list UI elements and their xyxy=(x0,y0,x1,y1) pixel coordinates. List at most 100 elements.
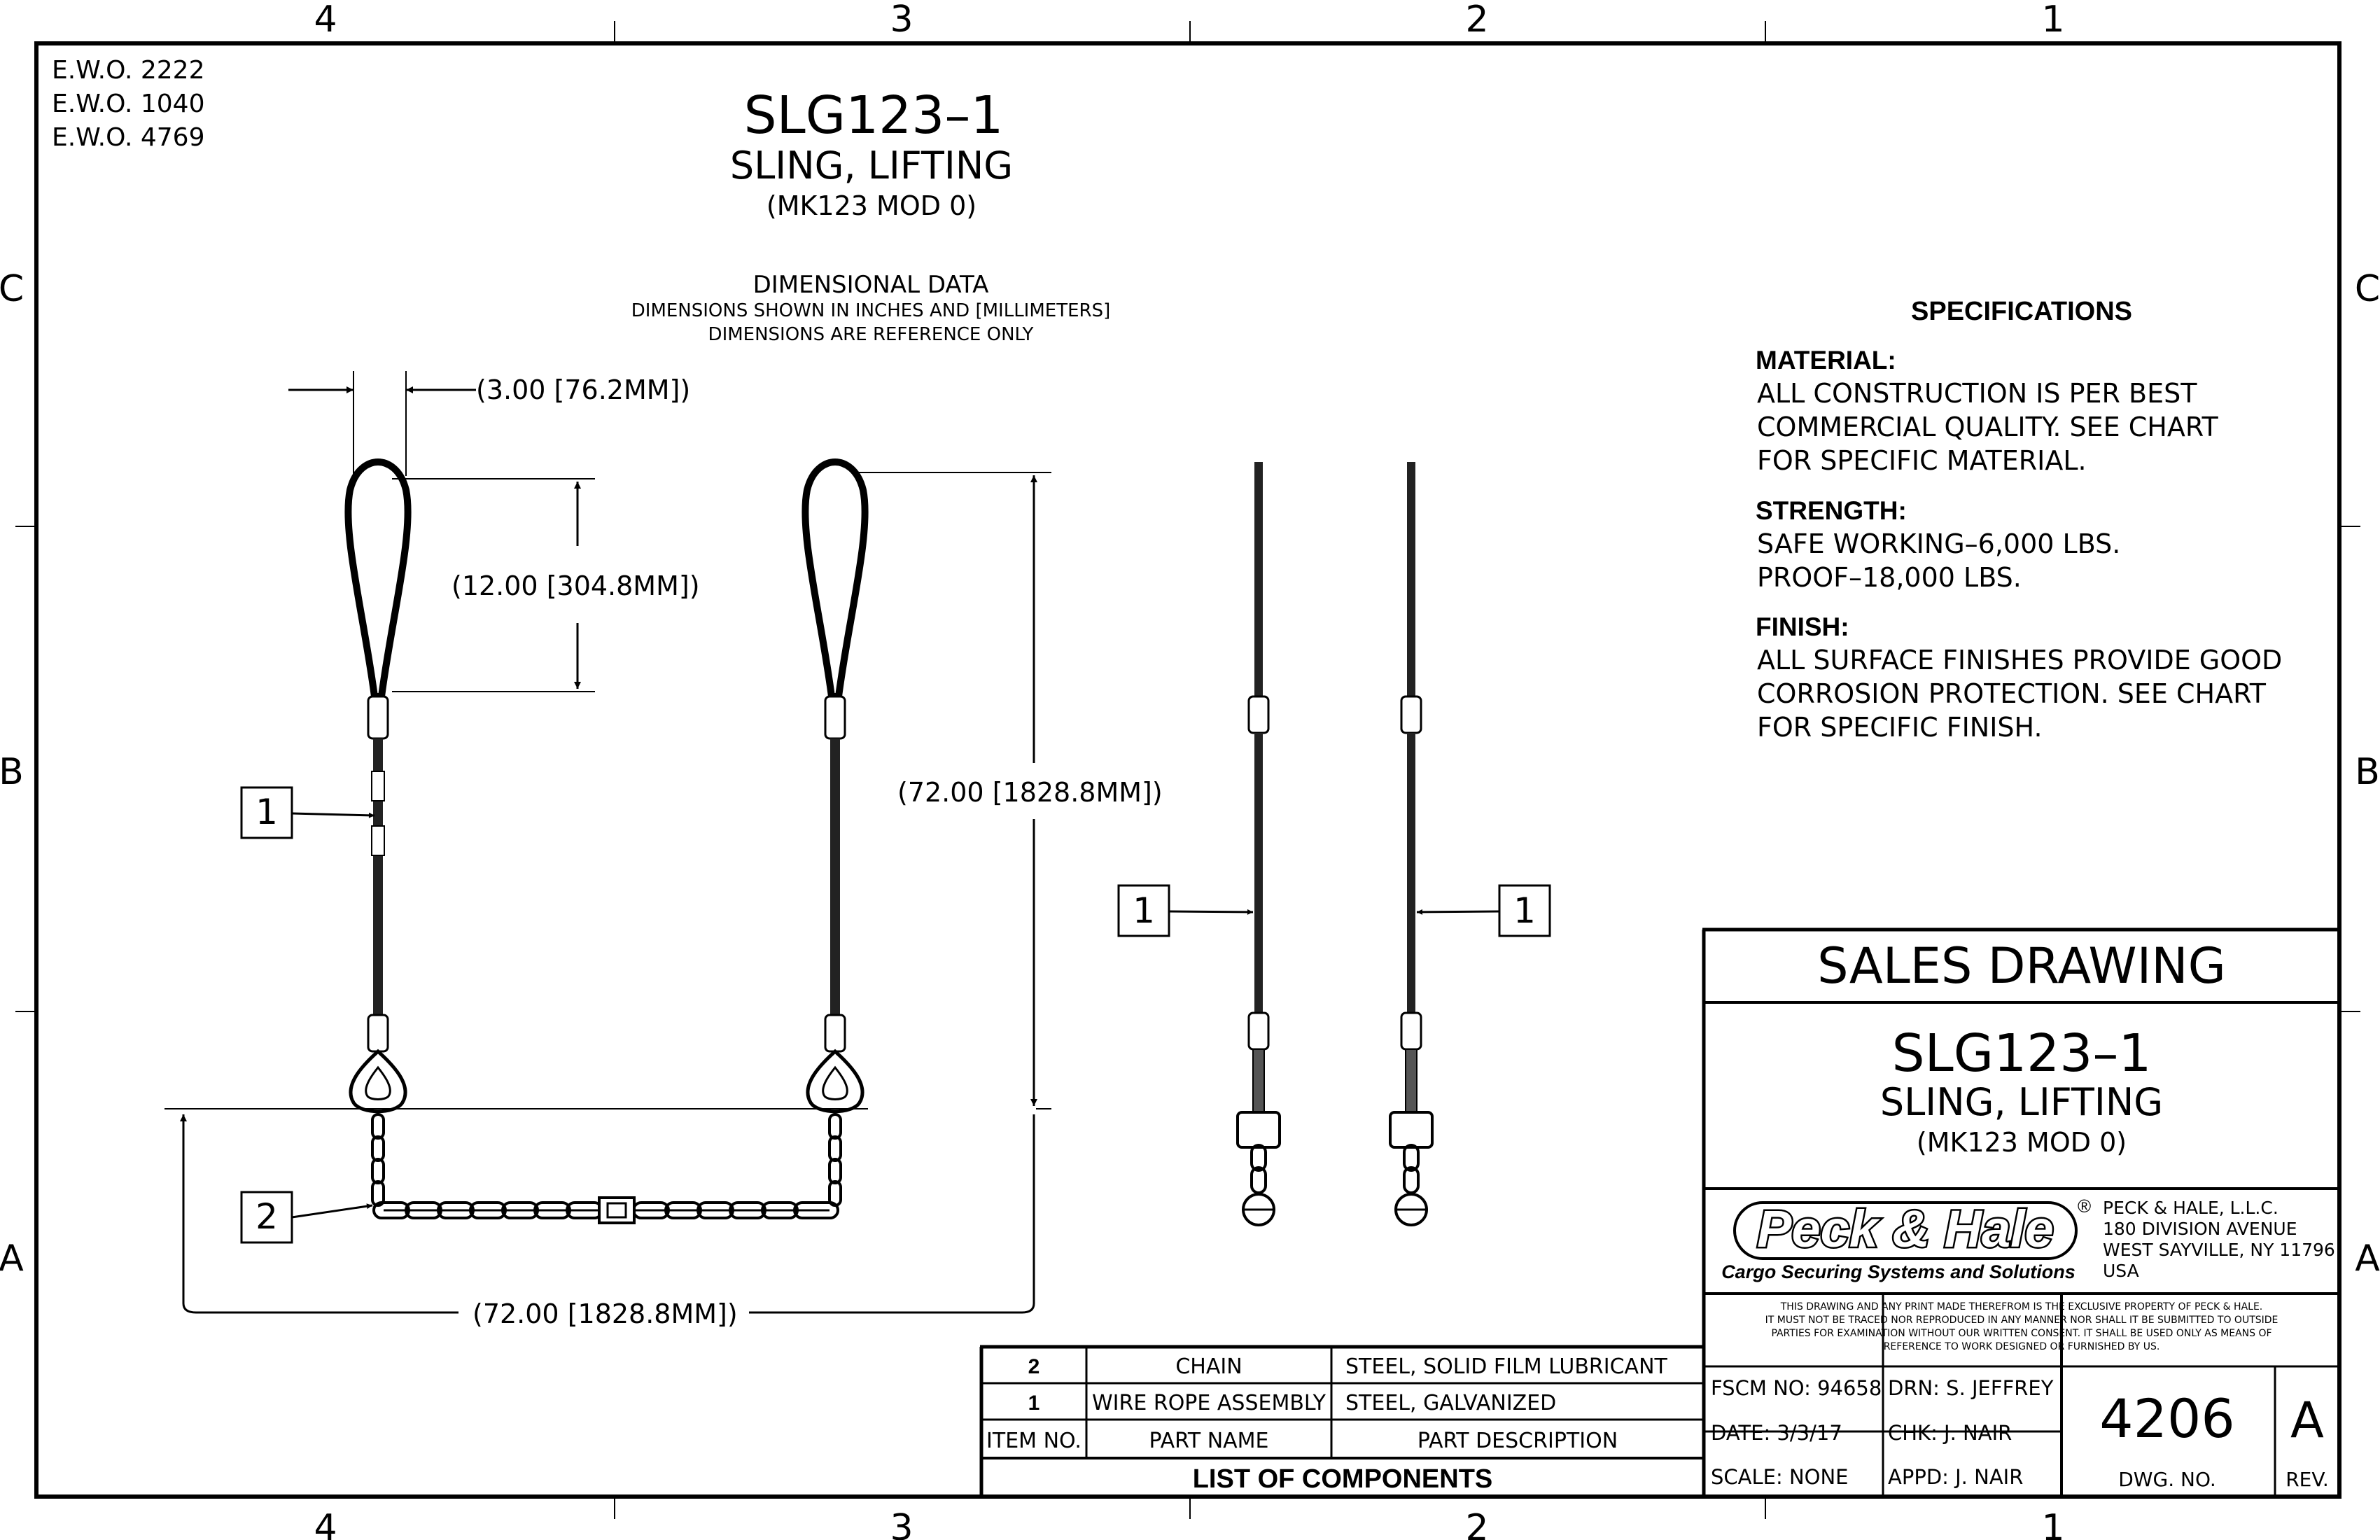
zone-col-top-3: 3 xyxy=(890,0,913,41)
svg-text:2: 2 xyxy=(255,1196,278,1237)
dim-leg-length: (72.00 [1828.8MM]) xyxy=(897,777,1163,808)
tb-rev-label: REV. xyxy=(2286,1468,2329,1491)
balloon-chain: 2 xyxy=(240,1191,373,1244)
specs-finish-label: FINISH: xyxy=(1756,612,1849,641)
sling-side-view-left xyxy=(1236,462,1281,1226)
tb-part-no: SLG123–1 xyxy=(1892,1023,2152,1084)
tb-name: SLING, LIFTING xyxy=(1880,1080,2163,1124)
drawing-model: (MK123 MOD 0) xyxy=(766,190,976,221)
tb-address-4: USA xyxy=(2103,1261,2139,1281)
tb-model: (MK123 MOD 0) xyxy=(1917,1127,2127,1158)
border xyxy=(15,21,2360,1519)
component-desc: STEEL, SOLID FILM LUBRICANT xyxy=(1345,1354,1668,1379)
specs-strength-label: STRENGTH: xyxy=(1756,496,1907,525)
header-item-no: ITEM NO. xyxy=(986,1429,1082,1453)
header-part-desc: PART DESCRIPTION xyxy=(1418,1429,1618,1453)
zone-col-top-1: 1 xyxy=(2041,0,2064,41)
specs-strength-line-2: PROOF–18,000 LBS. xyxy=(1757,562,2022,593)
right-rope-leg xyxy=(830,738,840,1015)
component-item: 2 xyxy=(1028,1355,1040,1378)
right-eye-loop xyxy=(802,458,869,700)
specs-finish-line-3: FOR SPECIFIC FINISH. xyxy=(1757,712,2043,743)
specs-material-line-3: FOR SPECIFIC MATERIAL. xyxy=(1757,445,2087,476)
tb-notice-2: IT MUST NOT BE TRACED NOR REPRODUCED IN … xyxy=(1765,1315,2278,1326)
balloon-wire-rope-front: 1 xyxy=(240,786,375,839)
zone-col-bottom-3: 3 xyxy=(890,1507,913,1540)
svg-text:®: ® xyxy=(2078,1196,2091,1217)
dimension-lines xyxy=(164,371,1051,1314)
ewo-line-3: E.W.O. 4769 xyxy=(52,123,204,152)
zone-col-bottom-2: 2 xyxy=(1465,1507,1488,1540)
specifications: SPECIFICATIONS MATERIAL: ALL CONSTRUCTIO… xyxy=(1756,297,2282,743)
svg-text:1: 1 xyxy=(1133,890,1155,931)
dim-data-note-1: DIMENSIONS SHOWN IN INCHES AND [MILLIMET… xyxy=(631,300,1110,321)
dim-span: (72.00 [1828.8MM]) xyxy=(472,1298,738,1329)
svg-text:1: 1 xyxy=(255,792,278,832)
tb-drn: DRN: S. JEFFREY xyxy=(1888,1376,2054,1400)
tb-notice-3: PARTIES FOR EXAMINATION WITHOUT OUR WRIT… xyxy=(1771,1328,2272,1339)
drawing-part-no: SLG123–1 xyxy=(744,85,1004,146)
chain-center-link xyxy=(598,1196,636,1224)
balloon-wire-rope-side-right: 1 xyxy=(1416,884,1551,937)
header-part-name: PART NAME xyxy=(1149,1429,1268,1453)
tb-fscm: FSCM NO: 94658 xyxy=(1711,1376,1882,1400)
left-bottom-ferrule xyxy=(367,1014,389,1053)
component-desc: STEEL, GALVANIZED xyxy=(1345,1391,1556,1415)
right-bottom-ferrule xyxy=(824,1014,846,1053)
tb-rev: A xyxy=(2290,1392,2324,1449)
component-name: CHAIN xyxy=(1175,1354,1242,1379)
dim-eye-width: (3.00 [76.2MM]) xyxy=(476,374,690,405)
specs-finish-line-1: ALL SURFACE FINISHES PROVIDE GOOD xyxy=(1757,645,2282,676)
left-rope-marker-2 xyxy=(371,825,385,856)
left-rope-marker-1 xyxy=(371,771,385,802)
specs-material-line-2: COMMERCIAL QUALITY. SEE CHART xyxy=(1757,412,2218,442)
tb-tagline: Cargo Securing Systems and Solutions xyxy=(1721,1261,2076,1282)
specs-material-label: MATERIAL: xyxy=(1756,346,1896,374)
zone-row-left-a: A xyxy=(0,1238,24,1280)
zone-row-right-b: B xyxy=(2355,751,2380,793)
zone-col-top-2: 2 xyxy=(1465,0,1488,41)
tb-appd: APPD: J. NAIR xyxy=(1888,1465,2023,1489)
zone-row-right-a: A xyxy=(2355,1238,2380,1280)
specs-finish-line-2: CORROSION PROTECTION. SEE CHART xyxy=(1757,678,2267,709)
svg-text:Peck & Hale: Peck & Hale xyxy=(1757,1200,2054,1258)
tb-address-2: 180 DIVISION AVENUE xyxy=(2103,1219,2297,1239)
table-header-row: ITEM NO. PART NAME PART DESCRIPTION xyxy=(986,1429,1618,1453)
specs-material-line-1: ALL CONSTRUCTION IS PER BEST xyxy=(1757,378,2197,409)
right-top-ferrule xyxy=(824,695,846,740)
zone-col-bottom-4: 4 xyxy=(314,1507,337,1540)
table-row: 2 CHAIN STEEL, SOLID FILM LUBRICANT xyxy=(1028,1354,1668,1379)
tb-chk: CHK: J. NAIR xyxy=(1888,1421,2012,1445)
ewo-line-2: E.W.O. 1040 xyxy=(52,90,204,118)
company-logo: Peck & Hale ® Cargo Securing Systems and… xyxy=(1721,1196,2091,1282)
zone-row-left-b: B xyxy=(0,751,24,793)
tb-address-3: WEST SAYVILLE, NY 11796 xyxy=(2103,1240,2335,1260)
left-top-ferrule xyxy=(367,695,389,740)
zone-row-left-c: C xyxy=(0,268,24,310)
tb-notice-4: REFERENCE TO WORK DESIGNED OR FURNISHED … xyxy=(1884,1341,2160,1352)
tb-notice-1: THIS DRAWING AND ANY PRINT MADE THEREFRO… xyxy=(1780,1301,2263,1312)
zone-col-top-4: 4 xyxy=(314,0,337,41)
table-row: 1 WIRE ROPE ASSEMBLY STEEL, GALVANIZED xyxy=(1028,1391,1557,1415)
dim-data-note-2: DIMENSIONS ARE REFERENCE ONLY xyxy=(708,324,1034,345)
left-rope-leg xyxy=(373,738,383,1015)
tb-header: SALES DRAWING xyxy=(1817,937,2226,995)
sling-side-view-right xyxy=(1389,462,1434,1226)
balloon-wire-rope-side-left: 1 xyxy=(1117,884,1254,937)
zone-col-bottom-1: 1 xyxy=(2041,1507,2064,1540)
component-item: 1 xyxy=(1028,1392,1040,1415)
component-name: WIRE ROPE ASSEMBLY xyxy=(1092,1391,1326,1415)
dim-eye-length: (12.00 [304.8MM]) xyxy=(451,570,700,601)
tb-address-1: PECK & HALE, L.L.C. xyxy=(2103,1198,2278,1218)
sling-front-view xyxy=(344,458,869,1224)
ewo-line-1: E.W.O. 2222 xyxy=(52,56,204,85)
components-table-grid xyxy=(979,1345,1704,1497)
left-eye-loop xyxy=(344,458,412,700)
title-block xyxy=(1702,927,2339,1497)
specs-strength-line-1: SAFE WORKING–6,000 LBS. xyxy=(1757,528,2120,559)
tb-dwg-no-label: DWG. NO. xyxy=(2118,1468,2216,1491)
svg-text:1: 1 xyxy=(1513,890,1536,931)
dim-data-heading: DIMENSIONAL DATA xyxy=(753,271,989,299)
components-footer: LIST OF COMPONENTS xyxy=(1193,1464,1493,1494)
